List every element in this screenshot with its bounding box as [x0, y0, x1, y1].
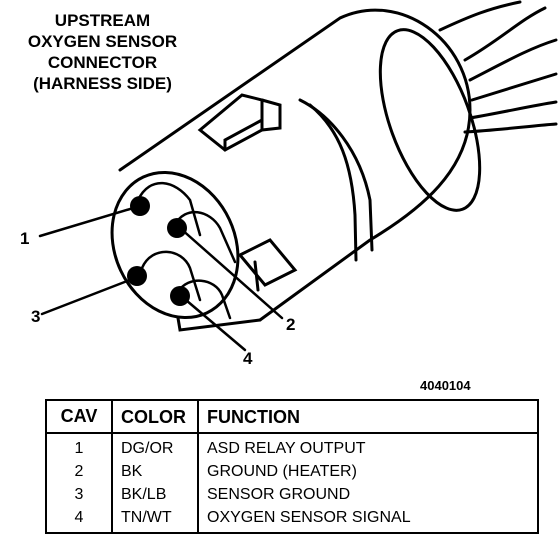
cell-cav: 4 — [46, 506, 113, 533]
connector-body — [118, 8, 482, 322]
cell-color: TN/WT — [112, 506, 199, 533]
harness-wires — [438, 0, 558, 134]
cell-color: DG/OR — [112, 433, 199, 460]
pinout-table: CAV COLOR FUNCTION 1 DG/OR ASD RELAY OUT… — [45, 399, 539, 534]
diagram-title: UPSTREAM OXYGEN SENSOR CONNECTOR (HARNES… — [0, 10, 205, 94]
cell-function: ASD RELAY OUTPUT — [207, 440, 366, 457]
callout-4: 4 — [243, 349, 253, 368]
cavity-2-marker — [167, 218, 187, 238]
callout-3: 3 — [31, 307, 41, 326]
cell-cav: 3 — [46, 483, 113, 506]
title-line: CONNECTOR — [47, 53, 158, 72]
connector-illustration — [38, 0, 558, 352]
cell-function: GROUND (HEATER) — [207, 463, 357, 480]
leader-lines — [38, 204, 284, 352]
table-header-row: CAV COLOR FUNCTION — [46, 400, 538, 434]
cell-function: OXYGEN SENSOR SIGNAL — [207, 509, 411, 526]
table-row: 2 BK GROUND (HEATER) — [46, 460, 538, 483]
title-line: (HARNESS SIDE) — [33, 74, 172, 93]
table-row: 4 TN/WT OXYGEN SENSOR SIGNAL — [46, 506, 538, 533]
cell-cav: 1 — [46, 433, 113, 460]
connector-face — [110, 170, 298, 332]
cavity-4-marker — [170, 286, 190, 306]
title-line: OXYGEN SENSOR — [27, 32, 178, 51]
header-cav: CAV — [46, 400, 113, 434]
table-row: 3 BK/LB SENSOR GROUND — [46, 483, 538, 506]
table-row: 1 DG/OR ASD RELAY OUTPUT — [46, 433, 538, 460]
cavity-1-marker — [130, 196, 150, 216]
cavity-3-marker — [127, 266, 147, 286]
header-function: FUNCTION — [198, 400, 538, 434]
callout-2: 2 — [286, 315, 296, 334]
callout-1: 1 — [20, 229, 30, 248]
figure-id: 4040104 — [420, 378, 471, 393]
title-line: UPSTREAM — [54, 11, 151, 30]
cell-function: SENSOR GROUND — [207, 486, 351, 503]
cell-color: BK/LB — [112, 483, 199, 506]
locking-tab — [197, 93, 282, 152]
cell-color: BK — [112, 460, 199, 483]
cell-cav: 2 — [46, 460, 113, 483]
header-color: COLOR — [112, 400, 199, 434]
